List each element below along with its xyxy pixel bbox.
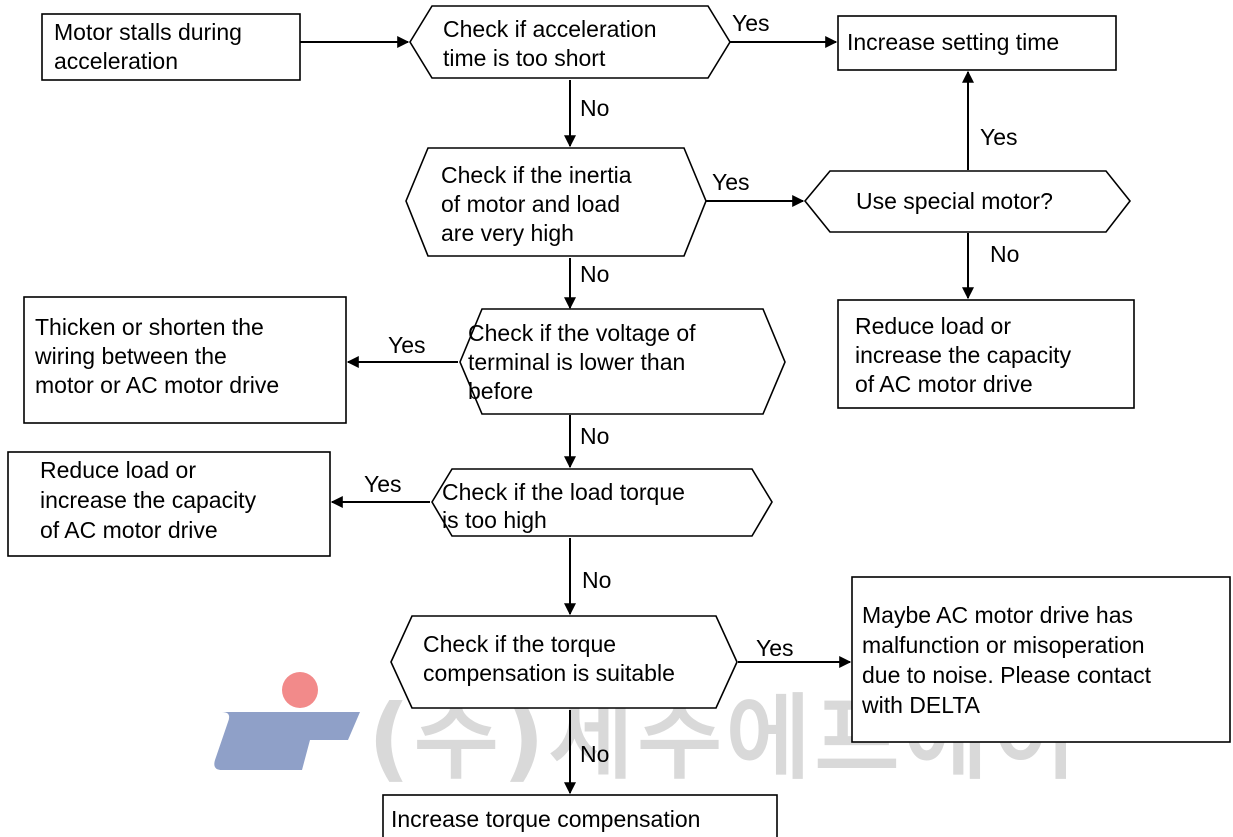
- label-special-yes: Yes: [980, 124, 1018, 150]
- decision-acceleration: Check if acceleration time is too short: [409, 5, 731, 79]
- node-reduce-load-right: Reduce load or increase the capacity of AC…: [837, 299, 1135, 409]
- node-malfunction-line4: with DELTA: [861, 692, 981, 718]
- node-reduce-load-right-line1: Reduce load or: [855, 313, 1011, 339]
- decision-voltage-line2: terminal is lower than: [468, 349, 685, 375]
- label-torque-no: No: [582, 567, 611, 593]
- decision-acceleration-line1: Check if acceleration: [443, 16, 657, 42]
- node-start-line1: Motor stalls during: [54, 19, 242, 45]
- decision-inertia: Check if the inertia of motor and load are…: [405, 147, 707, 257]
- decision-special-motor-text: Use special motor?: [856, 188, 1053, 214]
- decision-load-torque-line1: Check if the load torque: [442, 479, 685, 505]
- label-voltage-no: No: [580, 423, 609, 449]
- node-start: Motor stalls during acceleration: [41, 13, 301, 81]
- label-voltage-yes: Yes: [388, 332, 426, 358]
- label-inertia-yes: Yes: [712, 169, 750, 195]
- label-inertia-no: No: [580, 261, 609, 287]
- node-malfunction-line2: malfunction or misoperation: [862, 632, 1145, 658]
- node-thicken-wiring-line3: motor or AC motor drive: [35, 372, 279, 398]
- connectors: [300, 36, 974, 795]
- node-malfunction: Maybe AC motor drive has malfunction or m…: [851, 576, 1231, 743]
- label-torque-yes: Yes: [364, 471, 402, 497]
- decision-inertia-line2: of motor and load: [441, 191, 620, 217]
- decision-voltage-line1: Check if the voltage of: [468, 320, 696, 346]
- decision-voltage: Check if the voltage of terminal is lower…: [459, 308, 786, 415]
- node-increase-torque-text: Increase torque compensation: [391, 806, 700, 832]
- node-thicken-wiring-line1: Thicken or shorten the: [35, 314, 264, 340]
- decision-torque-compensation-line1: Check if the torque: [423, 631, 616, 657]
- label-comp-no: No: [580, 741, 609, 767]
- decision-acceleration-line2: time is too short: [443, 45, 606, 71]
- decision-inertia-line1: Check if the inertia: [441, 162, 632, 188]
- decision-inertia-line3: are very high: [441, 220, 574, 246]
- node-reduce-load-left-line2: increase the capacity: [40, 487, 257, 513]
- node-start-line2: acceleration: [54, 48, 178, 74]
- node-reduce-load-right-line3: of AC motor drive: [855, 371, 1033, 397]
- node-malfunction-line3: due to noise. Please contact: [862, 662, 1152, 688]
- node-increase-setting-time-text: Increase setting time: [847, 29, 1059, 55]
- label-accel-no: No: [580, 95, 609, 121]
- decision-special-motor: Use special motor?: [803, 170, 1132, 233]
- decision-torque-compensation: Check if the torque compensation is suita…: [390, 615, 738, 709]
- label-accel-yes: Yes: [732, 10, 770, 36]
- node-thicken-wiring-line2: wiring between the: [34, 343, 227, 369]
- node-thicken-wiring: Thicken or shorten the wiring between the…: [23, 296, 347, 424]
- label-special-no: No: [990, 241, 1019, 267]
- node-malfunction-line1: Maybe AC motor drive has: [862, 602, 1133, 628]
- decision-torque-compensation-line2: compensation is suitable: [423, 660, 675, 686]
- node-reduce-load-left-line3: of AC motor drive: [40, 517, 218, 543]
- node-reduce-load-right-line2: increase the capacity: [855, 342, 1072, 368]
- node-reduce-load-left: Reduce load or increase the capacity of AC…: [7, 451, 331, 557]
- node-increase-setting-time: Increase setting time: [837, 15, 1117, 71]
- watermark-logo-dot: [282, 672, 318, 708]
- decision-load-torque-line2: is too high: [442, 507, 547, 533]
- watermark-logo-mark: [214, 712, 360, 770]
- label-comp-yes: Yes: [756, 635, 794, 661]
- edge-labels: Yes No Yes Yes No No Yes No Yes No Yes N…: [364, 10, 1019, 767]
- decision-voltage-line3: before: [468, 378, 533, 404]
- node-reduce-load-left-line1: Reduce load or: [40, 457, 196, 483]
- node-increase-torque: Increase torque compensation: [382, 794, 778, 837]
